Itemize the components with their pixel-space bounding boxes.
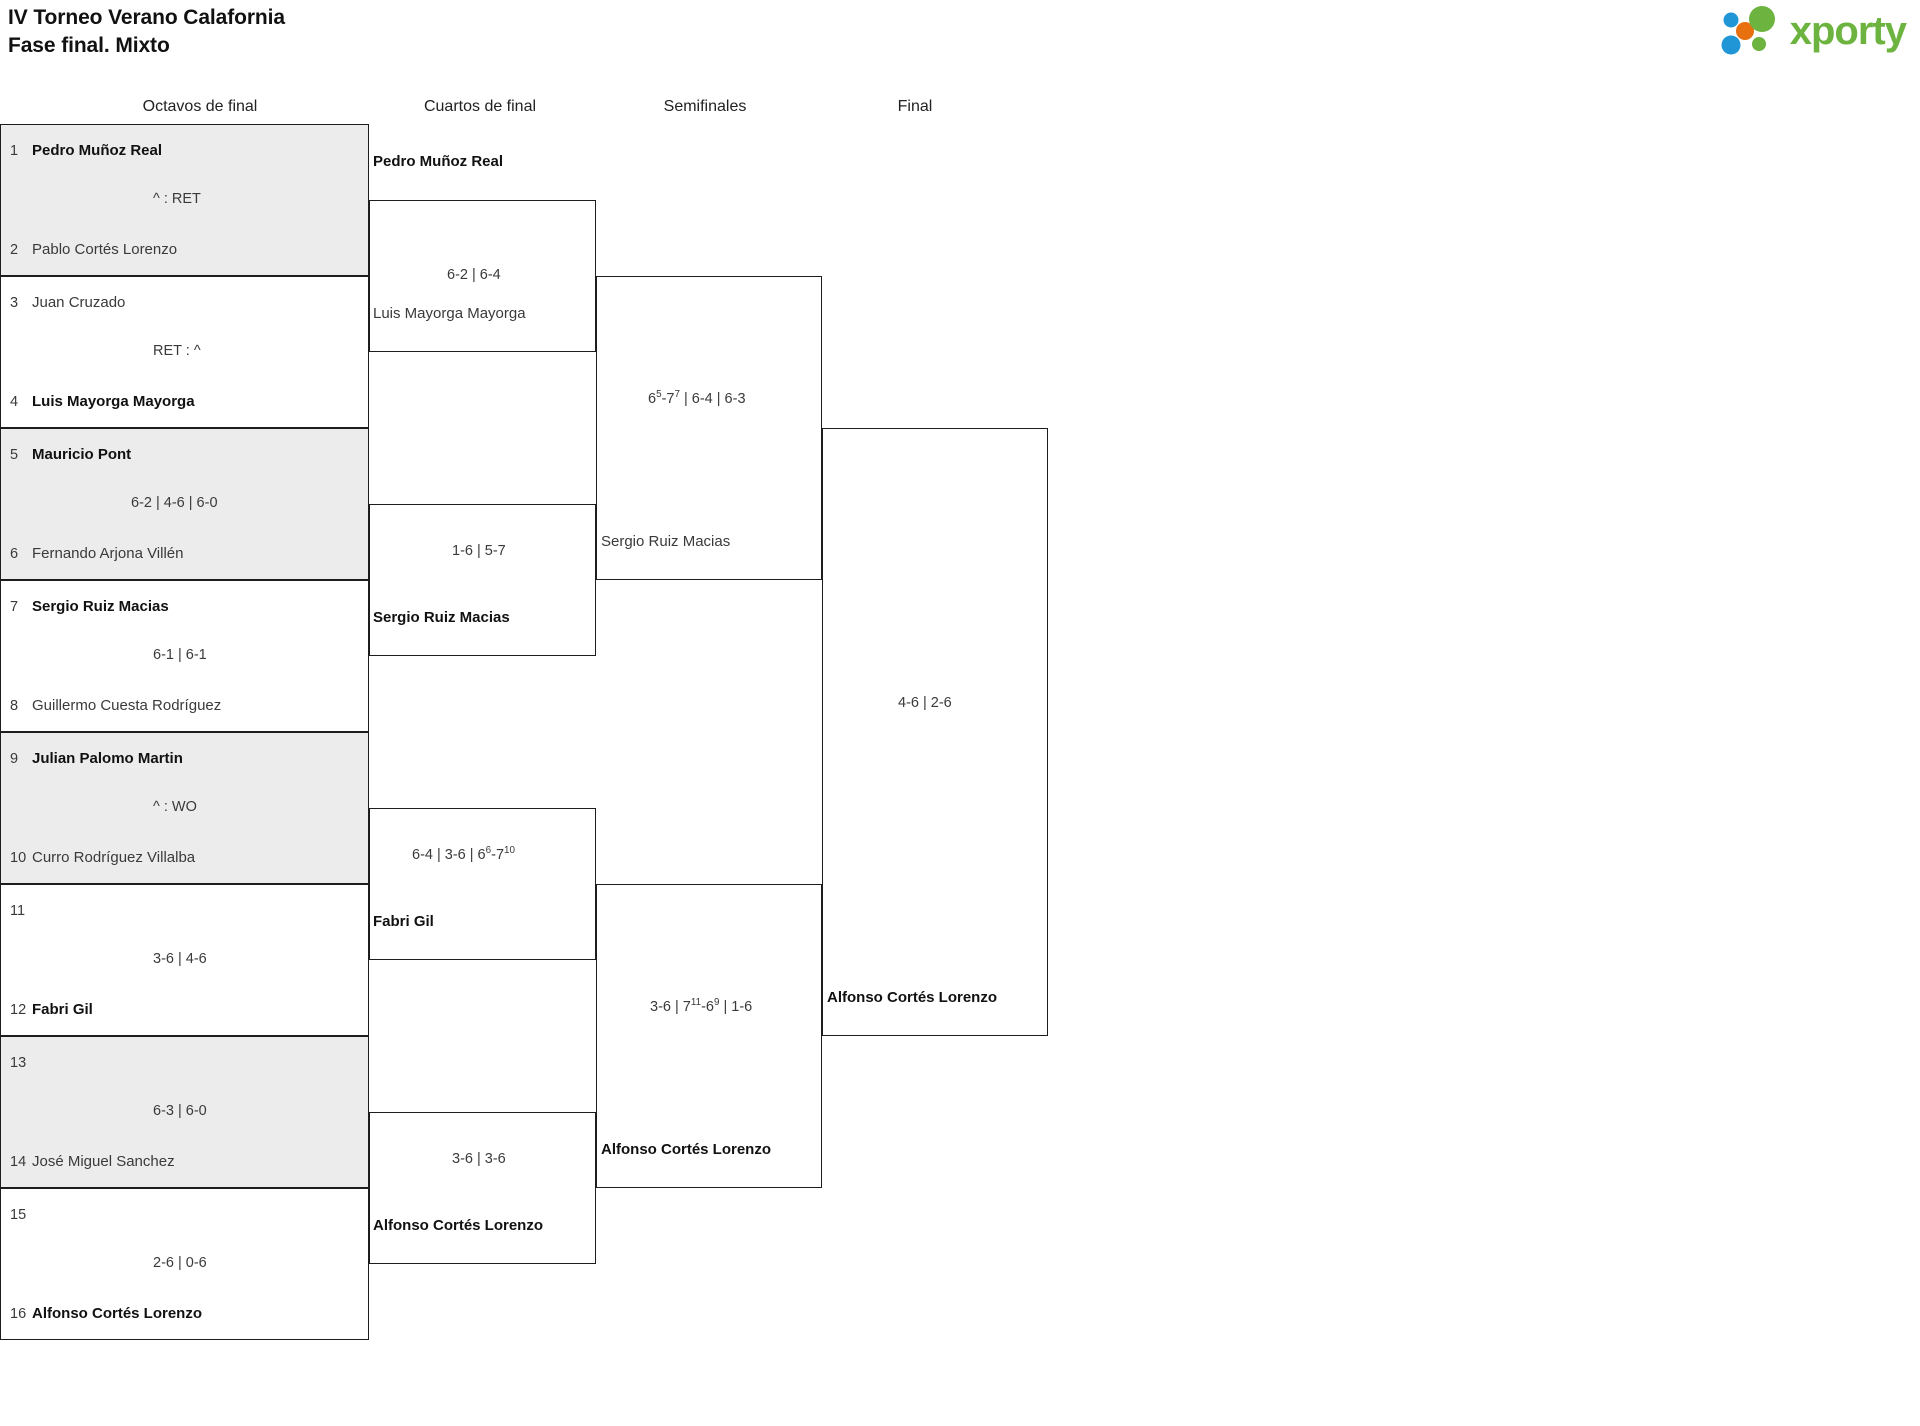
player-name: Pablo Cortés Lorenzo [32,241,178,258]
match-score: ^ : WO [153,799,197,815]
match-score: ^ : RET [153,191,201,207]
qf-bottom-player: Luis Mayorga Mayorga [373,305,526,322]
player-name: Mauricio Pont [32,446,132,463]
sf-score: 3-6 | 711-69 | 1-6 [650,997,753,1015]
seed-number: 9 [10,751,19,767]
seed-number: 13 [10,1055,27,1071]
qf-match-2[interactable]: 1-6 | 5-7 Sergio Ruiz Macias [369,504,596,656]
qf-match-1[interactable]: Pedro Muñoz Real 6-2 | 6-4 Luis Mayorga … [369,153,596,352]
sf-score: 65-77 | 6-4 | 6-3 [648,389,746,407]
player-name: Alfonso Cortés Lorenzo [32,1305,203,1322]
round-title-semifinales: Semifinales [663,98,747,115]
r16-match-8[interactable]: 15 2-6 | 0-6 16 Alfonso Cortés Lorenzo [0,1188,369,1340]
final-score: 4-6 | 2-6 [898,695,952,711]
r16-match-4[interactable]: 7 Sergio Ruiz Macias 6-1 | 6-1 8 Guiller… [0,580,369,732]
round-title-final: Final [897,98,933,115]
seed-number: 4 [10,394,19,410]
match-score: 6-2 | 4-6 | 6-0 [131,495,218,511]
sf-player: Alfonso Cortés Lorenzo [601,1141,772,1158]
match-score: 2-6 | 0-6 [153,1255,207,1271]
xporty-logo: xporty [1718,6,1907,56]
seed-number: 12 [10,1002,27,1018]
player-name: Curro Rodríguez Villalba [32,849,196,866]
final-match[interactable]: 4-6 | 2-6 Alfonso Cortés Lorenzo [822,428,1048,1036]
title-line-1: IV Torneo Verano Calafornia [8,6,285,29]
qf-score: 3-6 | 3-6 [452,1151,506,1167]
r16-match-2[interactable]: 3 Juan Cruzado RET : ^ 4 Luis Mayorga Ma… [0,276,369,428]
seed-number: 11 [10,903,26,919]
seed-number: 3 [10,295,19,311]
match-score: 6-1 | 6-1 [153,647,207,663]
qf-score: 6-2 | 6-4 [447,267,501,283]
logo-dots-icon [1721,6,1775,55]
qf-top-player: Alfonso Cortés Lorenzo [373,1217,544,1234]
champion-name: Alfonso Cortés Lorenzo [827,989,998,1006]
seed-number: 10 [10,850,27,866]
r16-match-3[interactable]: 5 Mauricio Pont 6-2 | 4-6 | 6-0 6 Fernan… [0,428,369,580]
qf-top-player: Pedro Muñoz Real [373,153,504,170]
match-score: 3-6 | 4-6 [153,951,207,967]
qf-match-4[interactable]: 3-6 | 3-6 Alfonso Cortés Lorenzo [369,1112,596,1264]
seed-number: 7 [10,599,19,615]
page-title: IV Torneo Verano Calafornia Fase final. … [8,4,285,61]
player-name: Sergio Ruiz Macias [32,598,169,615]
player-name: Fernando Arjona Villén [32,545,184,562]
seed-number: 14 [10,1154,27,1170]
player-name: Juan Cruzado [32,294,126,311]
qf-score: 1-6 | 5-7 [452,543,506,559]
qf-match-3[interactable]: 6-4 | 3-6 | 66-710 Fabri Gil [369,808,596,960]
player-name: Fabri Gil [32,1001,93,1018]
r16-match-7[interactable]: 13 6-3 | 6-0 14 José Miguel Sanchez [0,1036,369,1188]
player-name: José Miguel Sanchez [32,1153,175,1170]
round-title-octavos: Octavos de final [142,98,258,115]
r16-match-5[interactable]: 9 Julian Palomo Martin ^ : WO 10 Curro R… [0,732,369,884]
sf-player: Sergio Ruiz Macias [601,533,731,550]
match-score: 6-3 | 6-0 [153,1103,207,1119]
qf-top-player: Sergio Ruiz Macias [373,609,510,626]
seed-number: 5 [10,447,19,463]
seed-number: 6 [10,546,19,562]
seed-number: 2 [10,242,19,258]
qf-top-player: Fabri Gil [373,913,434,930]
qf-score: 6-4 | 3-6 | 66-710 [412,845,515,863]
player-name: Luis Mayorga Mayorga [32,393,195,410]
round-title-cuartos: Cuartos de final [423,98,537,115]
sf-match-1[interactable]: 65-77 | 6-4 | 6-3 Sergio Ruiz Macias [596,276,822,580]
r16-match-1[interactable]: 1 Pedro Muñoz Real ^ : RET 2 Pablo Corté… [0,124,369,276]
seed-number: 16 [10,1306,27,1322]
match-score: RET : ^ [153,343,201,359]
sf-match-2[interactable]: 3-6 | 711-69 | 1-6 Alfonso Cortés Lorenz… [596,884,822,1188]
seed-number: 15 [10,1207,27,1223]
logo-wordmark: xporty [1789,9,1907,53]
seed-number: 8 [10,698,19,714]
player-name: Julian Palomo Martin [32,750,183,767]
title-line-2: Fase final. Mixto [8,34,170,58]
player-name: Guillermo Cuesta Rodríguez [32,697,222,714]
player-name: Pedro Muñoz Real [32,142,163,159]
seed-number: 1 [10,143,19,159]
r16-match-6[interactable]: 11 3-6 | 4-6 12 Fabri Gil [0,884,369,1036]
